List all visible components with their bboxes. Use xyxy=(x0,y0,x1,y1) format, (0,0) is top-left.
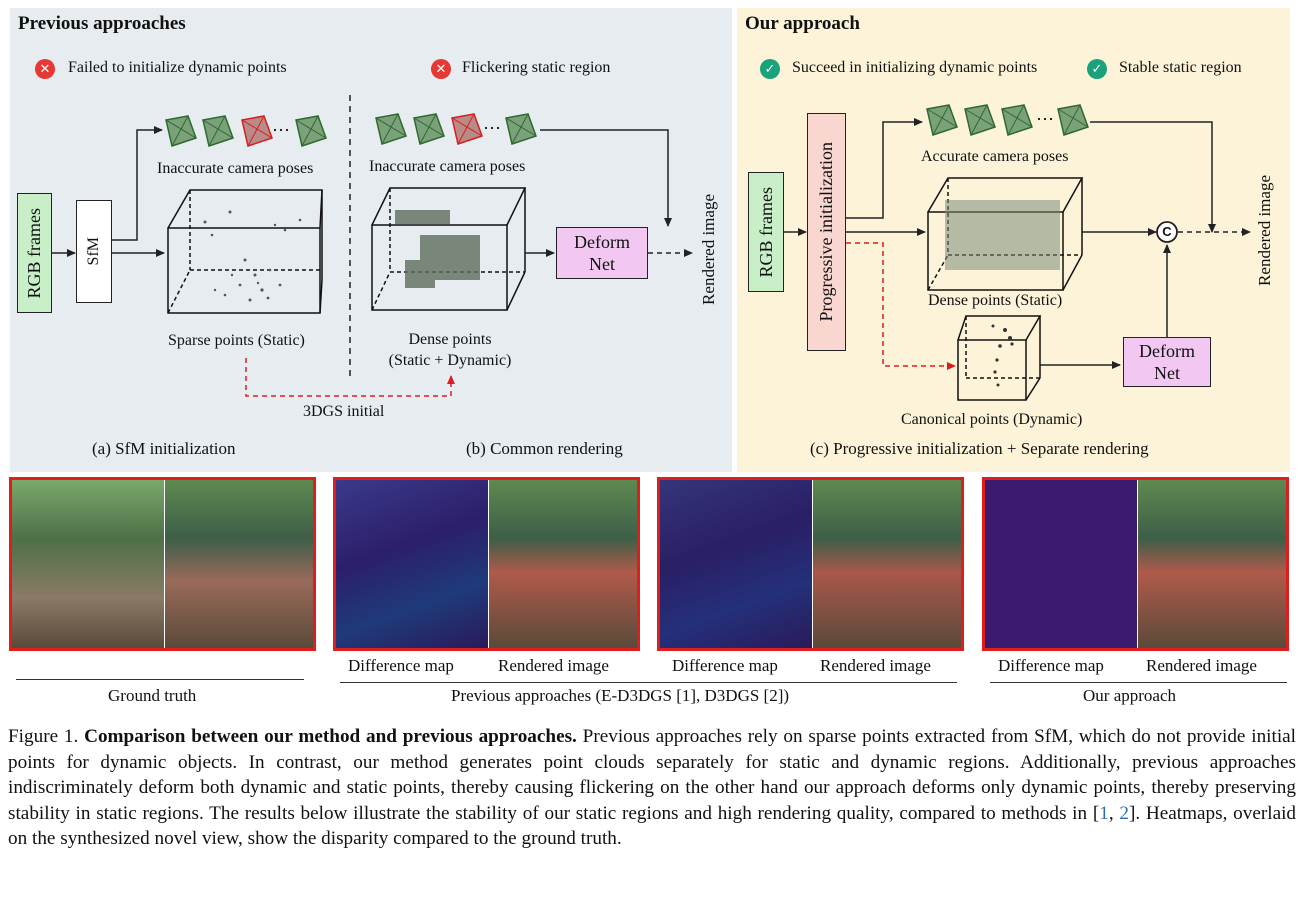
camera-poses-c: ··· xyxy=(926,104,1089,136)
rendered-image-label-c: Rendered image xyxy=(1255,174,1274,286)
ours-rule xyxy=(990,682,1287,683)
progressive-init-box: Progressive initialization xyxy=(807,113,846,351)
our-approach-label: Our approach xyxy=(1083,686,1176,705)
ground-truth-label: Ground truth xyxy=(108,686,197,705)
canonical-points-label: Canonical points (Dynamic) xyxy=(901,411,1083,428)
issue-flickering: Flickering static region xyxy=(462,59,611,76)
poses-label-a: Inaccurate camera poses xyxy=(157,160,314,177)
camera-poses-a: ··· xyxy=(165,115,327,147)
canonical-points-cube xyxy=(957,315,1042,401)
sparse-points-cube xyxy=(167,189,323,314)
concat-icon xyxy=(1156,221,1178,243)
subcaption-a: (a) SfM initialization xyxy=(92,439,236,458)
dense-points-cube-b xyxy=(371,187,527,311)
diff-map-label-1: Difference map xyxy=(348,656,454,675)
rendered-label-1: Rendered image xyxy=(498,656,609,675)
x-circle-icon: ✕ xyxy=(431,59,451,79)
ours-header: Our approach xyxy=(745,13,860,34)
deform-label: Deform xyxy=(1139,341,1195,361)
diagram-graphics: ··· ··· ··· xyxy=(52,95,1251,401)
citation-2[interactable]: 2 xyxy=(1119,802,1129,824)
camera-poses-b: ··· xyxy=(375,113,537,145)
rendered-label-3: Rendered image xyxy=(1146,656,1257,675)
check-circle-icon: ✓ xyxy=(1087,59,1107,79)
our-result-image xyxy=(982,477,1289,651)
diff-map-label-3: Difference map xyxy=(998,656,1104,675)
subcaption-b: (b) Common rendering xyxy=(466,439,623,458)
dense-points-label-2: (Static + Dynamic) xyxy=(388,352,512,369)
subcaption-c: (c) Progressive initialization + Separat… xyxy=(810,439,1149,458)
progressive-init-label: Progressive initialization xyxy=(816,142,836,322)
rgb-frames-box-c: RGB frames xyxy=(748,172,784,292)
good-init: Succeed in initializing dynamic points xyxy=(792,59,1038,76)
deform-net-box-c: Deform Net xyxy=(1123,337,1211,387)
concat-label: C xyxy=(1162,224,1172,239)
dense-static-label: Dense points (Static) xyxy=(928,292,1063,309)
rgb-frames-label: RGB frames xyxy=(755,186,776,278)
figure-caption: Figure 1. Comparison between our method … xyxy=(8,726,1297,849)
net-label: Net xyxy=(589,254,615,274)
prev-rule xyxy=(340,682,957,683)
previous-approaches-label: Previous approaches (E-D3DGS [1], D3DGS … xyxy=(451,686,790,705)
rgb-frames-label: RGB frames xyxy=(24,207,44,299)
rendered-image-label-b: Rendered image xyxy=(699,193,718,305)
deform-net-box-b: Deform Net xyxy=(556,227,648,279)
svg-text:···: ··· xyxy=(483,118,501,138)
issue-failed-init: Failed to initialize dynamic points xyxy=(68,59,287,76)
citation-1[interactable]: 1 xyxy=(1099,802,1109,824)
deform-label: Deform xyxy=(574,232,630,252)
init-label: 3DGS initial xyxy=(303,403,385,420)
gt-rule xyxy=(16,679,304,680)
svg-text:···: ··· xyxy=(1036,109,1054,129)
sfm-label: SfM xyxy=(85,237,102,266)
diff-map-label-2: Difference map xyxy=(672,656,778,675)
rgb-frames-box-a: RGB frames xyxy=(17,193,52,313)
check-circle-icon: ✓ xyxy=(760,59,780,79)
sfm-box: SfM xyxy=(76,200,112,303)
net-label: Net xyxy=(1154,363,1180,383)
rendered-label-2: Rendered image xyxy=(820,656,931,675)
sparse-points-label: Sparse points (Static) xyxy=(168,332,305,349)
svg-text:···: ··· xyxy=(272,120,290,140)
previous-header: Previous approaches xyxy=(18,13,186,34)
previous-result-2-image xyxy=(657,477,964,651)
ground-truth-image xyxy=(9,477,316,651)
previous-result-1-image xyxy=(333,477,640,651)
x-circle-icon: ✕ xyxy=(35,59,55,79)
poses-label-b: Inaccurate camera poses xyxy=(369,158,526,175)
accurate-poses-label: Accurate camera poses xyxy=(921,148,1069,165)
good-stable: Stable static region xyxy=(1119,59,1242,76)
dense-points-label-1: Dense points xyxy=(408,331,492,348)
